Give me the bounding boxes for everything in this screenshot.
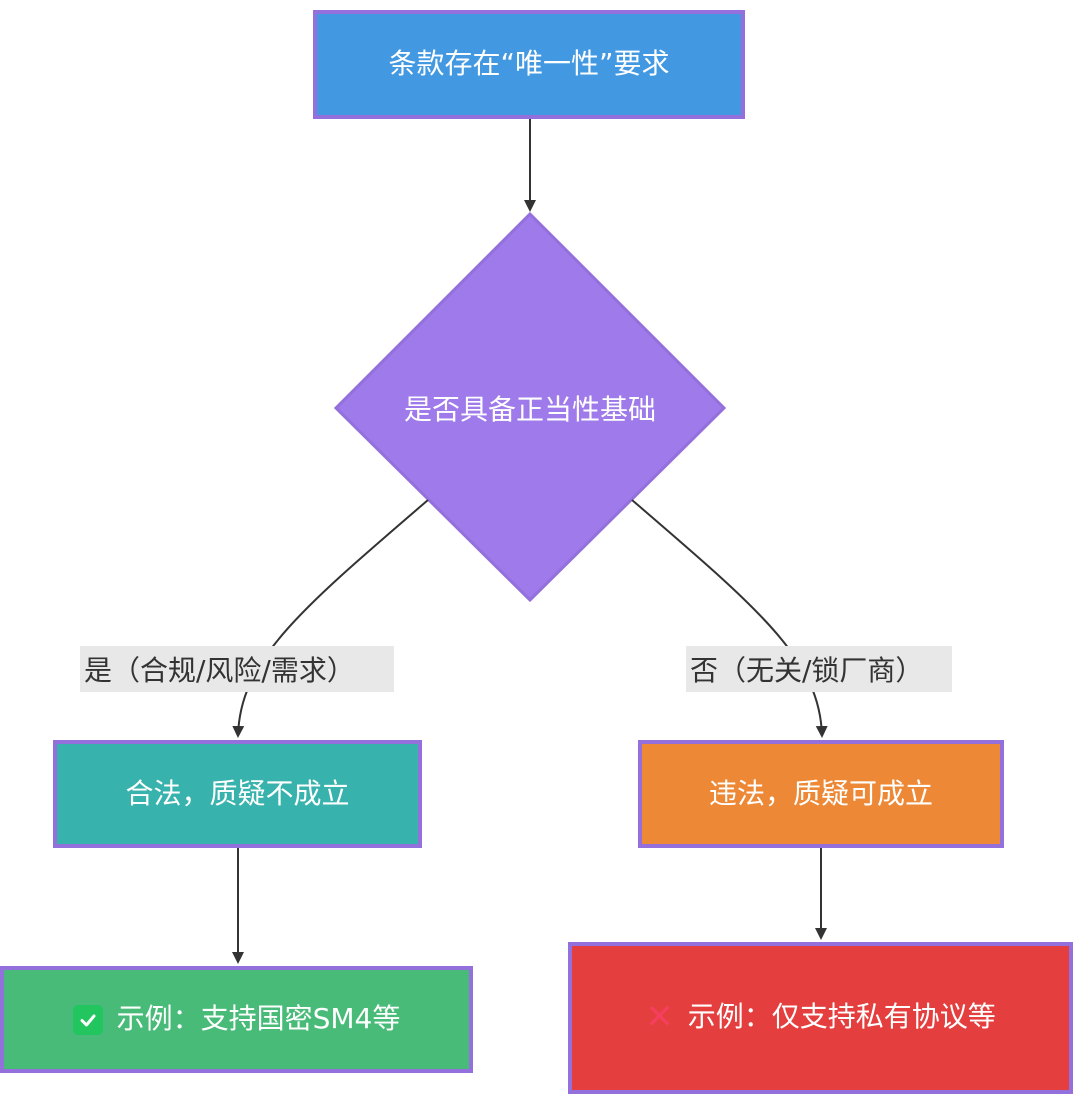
example-bad-label: 示例：仅支持私有协议等: [687, 1000, 996, 1034]
edge-label-no: 否（无关/锁厂商）: [686, 646, 952, 692]
example-bad-node[interactable]: ✕ 示例：仅支持私有协议等: [568, 942, 1073, 1094]
start-node[interactable]: 条款存在“唯一性”要求: [313, 10, 745, 119]
edge-label-yes: 是（合规/风险/需求）: [80, 646, 394, 692]
edge-decision-to-illegal: [631, 499, 828, 738]
decision-diamond[interactable]: [333, 211, 727, 603]
example-ok-label: 示例：支持国密SM4等: [116, 1002, 401, 1036]
illegal-node-label: 违法，质疑可成立: [708, 776, 933, 810]
example-ok-node[interactable]: 示例：支持国密SM4等: [0, 966, 473, 1073]
illegal-node[interactable]: 违法，质疑可成立: [638, 740, 1004, 848]
legal-node-label: 合法，质疑不成立: [125, 776, 350, 810]
decision-node-label: 是否具备正当性基础: [403, 393, 656, 426]
legal-node[interactable]: 合法，质疑不成立: [53, 740, 422, 848]
cross-mark-icon: ✕: [645, 997, 674, 1038]
check-box-icon: [72, 1004, 103, 1035]
edge-decision-to-legal: [232, 499, 429, 738]
start-node-label: 条款存在“唯一性”要求: [388, 47, 670, 81]
